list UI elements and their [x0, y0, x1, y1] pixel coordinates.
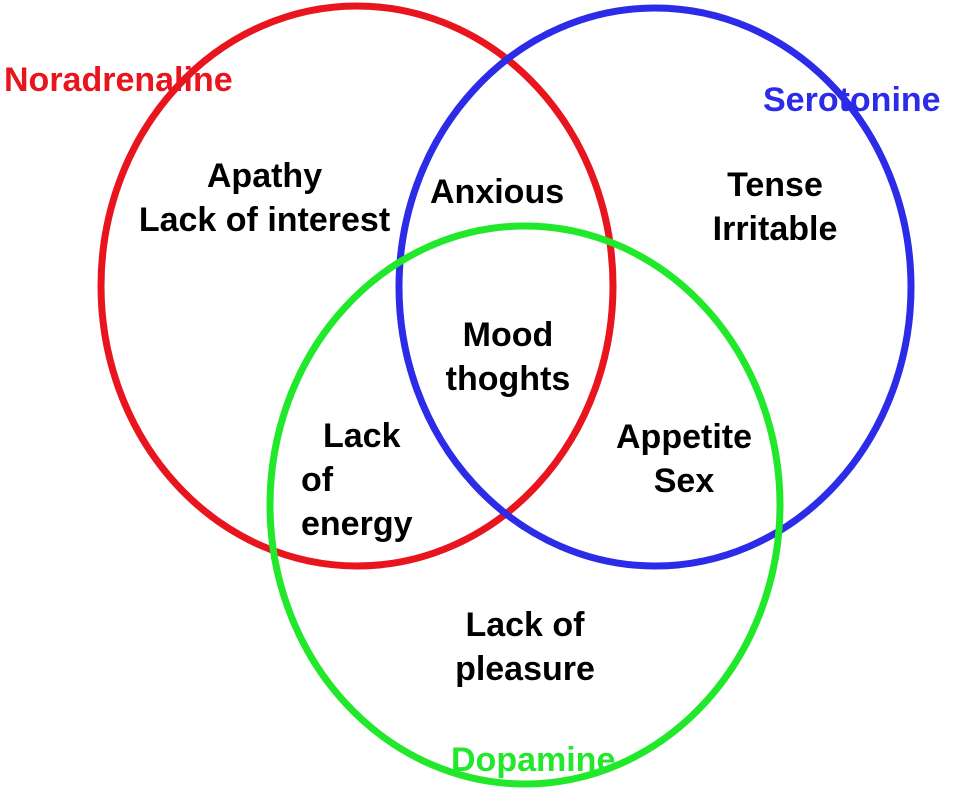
region-text-line: Anxious [430, 173, 565, 211]
region-text-line: Appetite [616, 418, 752, 456]
region-all-three: Mood thoghts [432, 313, 584, 401]
region-noradrenaline-only: Apathy Lack of interest [122, 154, 407, 242]
noradrenaline-label: Noradrenaline [4, 61, 233, 99]
dopamine-label: Dopamine [451, 741, 616, 779]
region-text-line: Lack [323, 417, 401, 455]
region-text-line: Apathy [206, 157, 323, 195]
region-text-line: Sex [653, 462, 715, 500]
region-text-line: Irritable [712, 210, 838, 248]
region-text-line: Lack of interest [138, 201, 391, 239]
region-text-line: Tense [727, 166, 823, 204]
region-text-line: Mood [462, 316, 554, 354]
serotonine-circle [395, 4, 915, 570]
dopamine-circle [266, 222, 784, 788]
region-noradrenaline-dopamine: Lack of energy [301, 414, 413, 546]
region-text-line: Lack of [465, 606, 585, 644]
noradrenaline-circle [97, 2, 617, 570]
region-noradrenaline-serotonine: Anxious [430, 170, 564, 214]
region-serotonine-only: Tense Irritable [695, 163, 855, 251]
region-dopamine-only: Lack of pleasure [445, 603, 605, 691]
serotonine-label: Serotonine [763, 81, 941, 119]
region-text-line: thoghts [445, 360, 571, 398]
region-serotonine-dopamine: Appetite Sex [604, 415, 764, 503]
region-text-line: pleasure [455, 650, 595, 688]
region-text-line: energy [301, 505, 413, 543]
region-text-line: of [301, 461, 334, 499]
